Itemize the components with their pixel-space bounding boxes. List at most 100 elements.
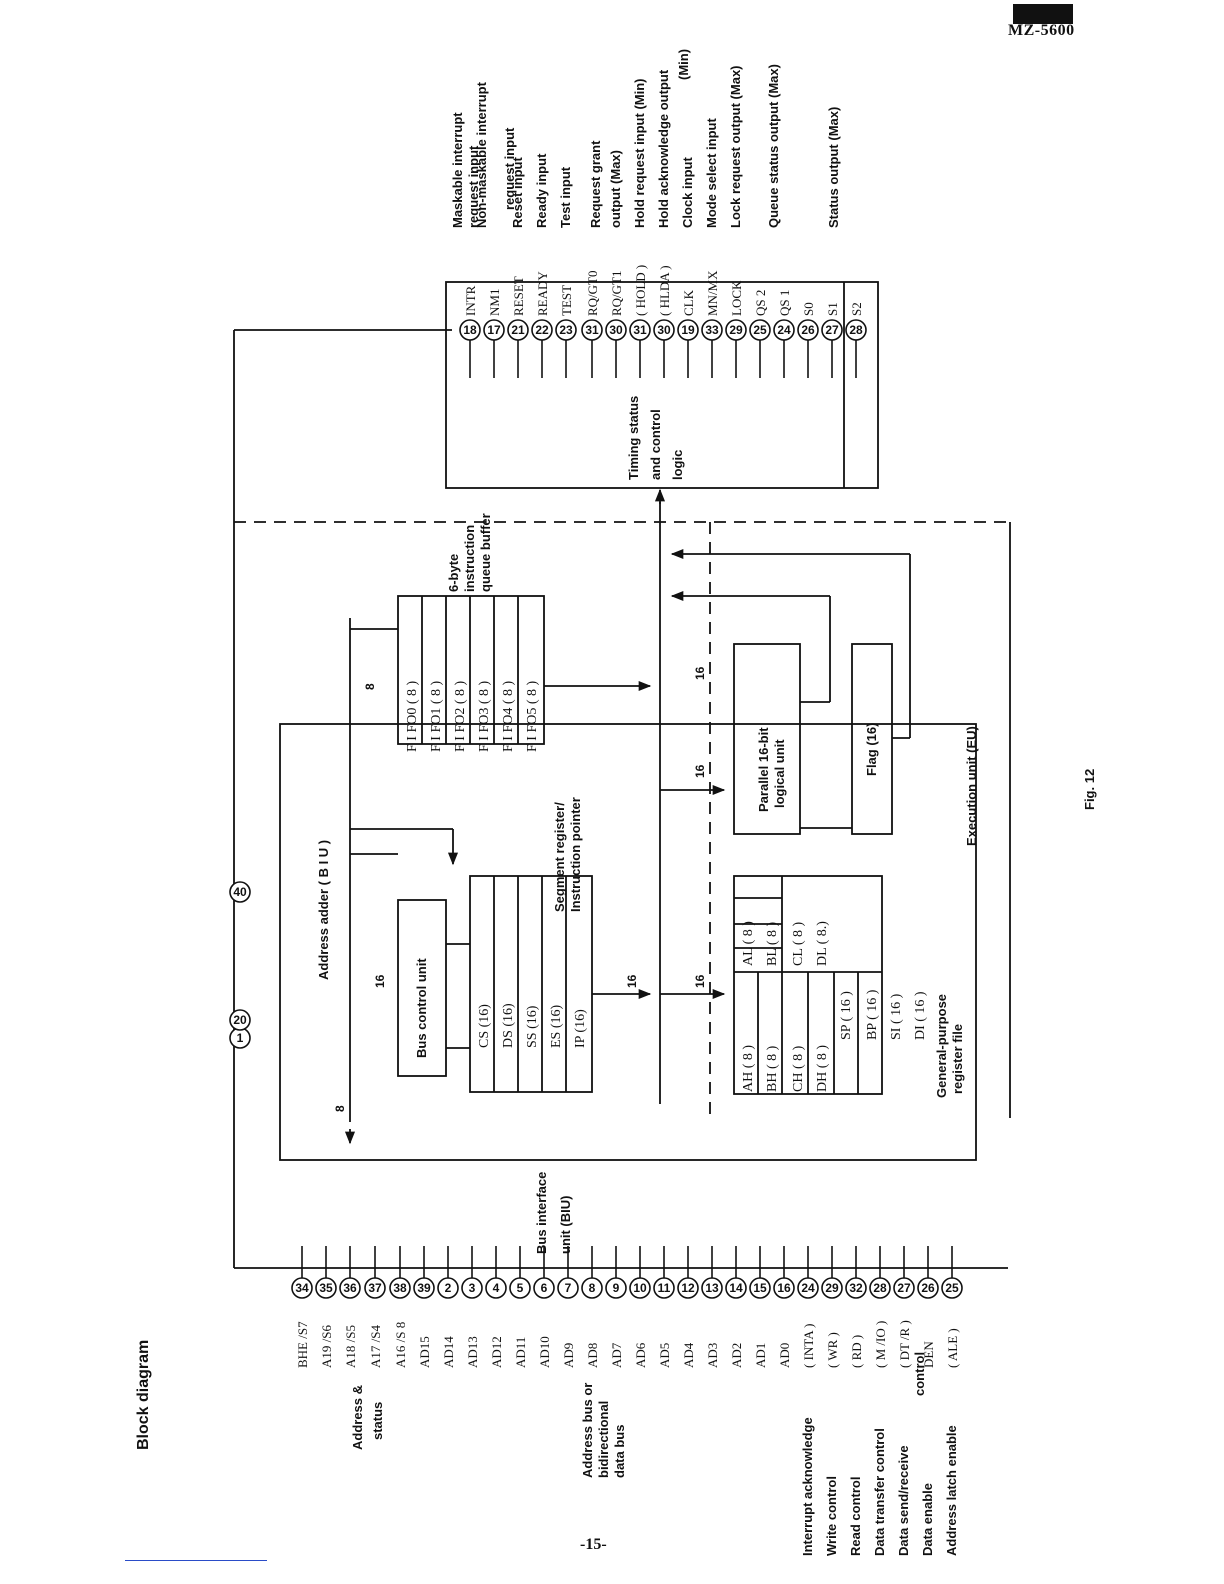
right-pin-number: 19 [681,323,695,337]
right-pin-name: S0 [801,302,816,316]
queue-label-2: instruction [462,525,477,592]
left-pin-number: 39 [417,1281,431,1295]
left-pin-number: 24 [801,1281,815,1295]
left-pin-number: 32 [849,1281,863,1295]
left-pin: 27( DT /R ) [893,1246,915,1368]
left-pin: 25( ALE ) [941,1246,963,1368]
left-pin-name: ( RD ) [849,1335,864,1368]
left-pin-name: AD9 [561,1343,576,1368]
right-pin: 26 S0 [797,302,819,378]
right-pin-description: request input [502,127,517,210]
right-pin-number: 31 [633,323,647,337]
right-pin-number: 30 [609,323,623,337]
right-pin-name: S2 [849,302,864,316]
left-pin-name: AD14 [441,1336,456,1368]
left-pin-name: AD5 [657,1343,672,1368]
width-gpr-bus: 16 [693,974,707,988]
seg-reg-ds: DS (16) [501,1003,516,1048]
fifo-1: F I FO1 ( 8 ) [429,680,444,752]
left-pin-number: 12 [681,1281,695,1295]
left-pin: 28( M /IO ) [869,1246,891,1368]
left-pin-number: 27 [897,1281,911,1295]
biu-label-2: unit (BIU) [558,1196,573,1254]
right-pin-name: QS 2 [753,290,768,316]
alu-label-1: Parallel 16-bit [756,727,771,812]
left-pin-number: 15 [753,1281,767,1295]
right-pin-number: 31 [585,323,599,337]
left-pin-number: 25 [945,1281,959,1295]
segment-register-box [469,875,593,1093]
left-pin-description: Address latch enable [944,1425,959,1556]
gp-bh: BH ( 8 ) [765,1045,780,1092]
width-alu-in: 16 [693,764,707,778]
left-pin-name: AD10 [537,1336,552,1368]
left-pin-name: DEN [921,1341,936,1368]
left-pin-name: AD12 [489,1336,504,1368]
gp-si: SI ( 16 ) [889,993,904,1040]
right-pin-name: QS 1 [777,290,792,316]
timing-label-1: Timing status [626,396,641,480]
left-pin-name: A16 /S 8 [393,1322,408,1368]
alu-label-2: logical unit [772,739,787,808]
gp-dl: DL ( 8.) [815,921,830,966]
width-adder-queue: 8 [363,683,377,690]
left-pin-number: 36 [343,1281,357,1295]
timing-label-3: logic [670,450,685,480]
seg-reg-ss: SS (16) [525,1005,540,1048]
right-pin-description: Request grant [588,140,603,228]
alu-box [733,643,801,835]
left-pin-number: 13 [705,1281,719,1295]
left-pin-name: BHE /S7 [295,1321,310,1368]
flag-box [851,643,893,835]
right-pin-description: output (Max) [608,150,623,228]
left-pin-number: 34 [295,1281,309,1295]
fifo-3: F I FO3 ( 8 ) [477,680,492,752]
right-pin-name: RESET [511,276,526,316]
power-pin-number: 20 [233,1013,247,1027]
gp-sp: SP ( 16 ) [839,991,854,1040]
left-pin-number: 9 [613,1281,620,1295]
left-pin-description-extra: control [912,1352,927,1396]
left-pin-name: A19 /S6 [319,1325,334,1368]
left-pin-name: ( WR ) [825,1332,840,1368]
right-pin-number: 27 [825,323,839,337]
left-pin: 29( WR ) [821,1246,843,1368]
right-pin-number: 26 [801,323,815,337]
timing-label-2: and control [648,409,663,480]
right-pin-name: CLK [681,289,696,316]
address-adder-label: Address adder ( B I U ) [316,840,331,980]
address-status-label-2: status [370,1402,385,1440]
address-data-label: data bus [612,1425,627,1478]
gp-ch: CH ( 8 ) [791,1045,806,1092]
gp-ah: AH ( 8 ) [741,1045,756,1092]
gp-bl: BL ( 8 ) [765,921,780,966]
flag-label: Flag (16) [864,723,879,776]
seg-reg-cs: CS (16) [477,1004,492,1048]
left-pin-number: 35 [319,1281,333,1295]
right-pin-description: Clock input [680,157,695,228]
biu-label-1: Bus interface [534,1172,549,1254]
right-pin-description: Maskable interrupt [450,112,465,228]
segment-label-1: Segment register/ [552,802,567,912]
right-pin-description: Hold request input (Min) [632,79,647,228]
section-title: Block diagram [135,1340,152,1450]
right-pin-name: READY [535,271,550,316]
width-queue-alu: 16 [693,666,707,680]
page-number: -15- [580,1536,607,1553]
right-pin-number: 21 [511,323,525,337]
